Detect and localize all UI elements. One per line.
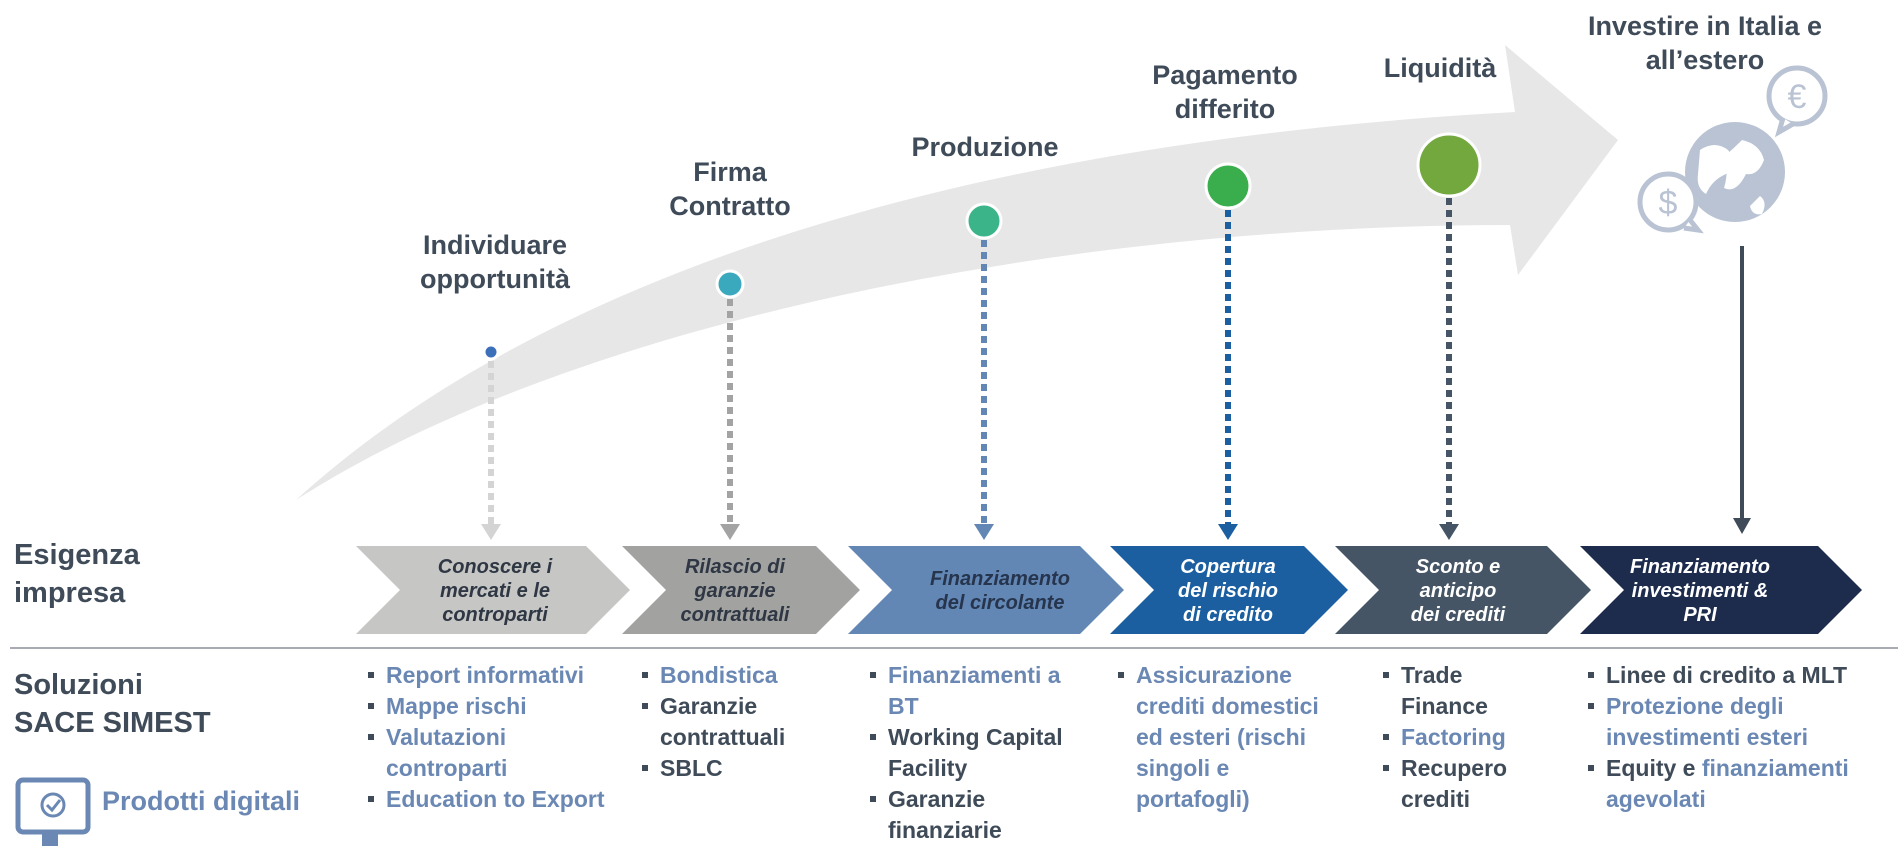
solution-item: Factoring	[1381, 722, 1531, 753]
chevron-5	[1335, 546, 1591, 634]
solution-item: Bondistica	[640, 660, 800, 691]
chevron-label-5: Sconto e anticipo dei crediti	[1410, 556, 1506, 626]
solution-text: Linee di credito a MLT	[1606, 662, 1848, 688]
chevron-2	[622, 546, 860, 634]
stage-title-2: Firma Contratto	[669, 157, 791, 221]
chevron-label-1: Conoscere i mercati e le controparti	[437, 556, 553, 626]
chevron-label-4: Copertura del rischio di credito	[1177, 556, 1279, 626]
solution-text: Report informativi	[386, 662, 585, 688]
solution-item: Garanzie contrattuali	[640, 691, 800, 753]
connector-arrowhead-1	[481, 524, 501, 540]
solution-text: Protezione degli investimenti esteri	[1606, 693, 1808, 750]
solutions-list-6: Linee di credito a MLT Protezione degli i…	[1586, 660, 1886, 815]
monitor-check-icon	[15, 777, 91, 846]
solution-text: finanziamenti agevolati	[1606, 755, 1849, 812]
connector-arrowhead-6	[1733, 518, 1751, 534]
chevron-group	[356, 546, 1862, 634]
solution-item: Mappe rischi	[366, 691, 606, 722]
chevron-3	[848, 546, 1124, 634]
stage-dot-4	[1204, 162, 1252, 210]
stage-dot-1	[482, 343, 500, 361]
solution-text: Trade Finance	[1401, 662, 1488, 719]
solution-text: Education to Export	[386, 786, 605, 812]
solution-text: e	[1676, 755, 1702, 781]
solution-item: Recupero crediti	[1381, 753, 1531, 815]
chevron-label-3: Finanziamento del circolante	[929, 568, 1070, 614]
connector-group	[481, 198, 1751, 540]
solution-item: SBLC	[640, 753, 800, 784]
euro-icon: €	[1766, 65, 1828, 138]
solution-text: Mappe rischi	[386, 693, 527, 719]
dot-group	[482, 132, 1482, 361]
solution-item: Education to Export	[366, 784, 606, 815]
solution-item: Equity e finanziamenti agevolati	[1586, 753, 1886, 815]
digital-products-label: Prodotti digitali	[102, 786, 300, 816]
chevron-4	[1110, 546, 1348, 634]
solution-item: Garanzie finanziarie	[868, 784, 1088, 846]
stage-dot-3	[965, 202, 1003, 240]
solution-item: Working Capital Facility	[868, 722, 1088, 784]
connector-arrowhead-2	[720, 524, 740, 540]
svg-text:$: $	[1659, 184, 1678, 222]
stage-title-4: Pagamento differito	[1152, 60, 1298, 124]
solution-item: Valutazioni controparti	[366, 722, 606, 784]
stage-title-6: Investire in Italia e all’estero	[1587, 11, 1823, 75]
solution-text: SBLC	[660, 755, 723, 781]
stage-dot-2	[715, 269, 745, 299]
dollar-icon: $	[1637, 171, 1704, 234]
stage-title-1: Individuare opportunità	[420, 230, 570, 294]
svg-text:€: €	[1788, 78, 1807, 116]
globe-icon	[1685, 122, 1785, 222]
connector-arrowhead-3	[974, 524, 994, 540]
solution-text: Bondistica	[660, 662, 778, 688]
solution-text: Garanzie contrattuali	[660, 693, 786, 750]
connector-arrowhead-4	[1218, 524, 1238, 540]
solution-text: Garanzie finanziarie	[888, 786, 1002, 843]
connector-arrowhead-5	[1439, 524, 1459, 540]
stage-dot-5	[1416, 132, 1482, 198]
soluzioni-label: Soluzioni SACE SIMEST	[14, 669, 211, 739]
stage-title-3: Produzione	[911, 132, 1059, 162]
solution-text: Working Capital Facility	[888, 724, 1063, 781]
chevron-6	[1580, 546, 1862, 634]
solution-item: Finanziamenti a BT	[868, 660, 1088, 722]
solution-item: Trade Finance	[1381, 660, 1531, 722]
solution-item: Linee di credito a MLT	[1586, 660, 1886, 691]
solution-text: Equity	[1606, 755, 1677, 781]
solution-text: Recupero crediti	[1401, 755, 1508, 812]
chevron-label-2: Rilascio di garanzie contrattuali	[680, 556, 790, 626]
big-curved-arrow	[296, 45, 1618, 500]
solution-item: Report informativi	[366, 660, 606, 691]
esigenza-label: Esigenza impresa	[14, 539, 140, 609]
solutions-list-4: Assicurazione crediti domestici ed ester…	[1116, 660, 1346, 815]
solution-text: Valutazioni controparti	[386, 724, 508, 781]
stage-title-5: Liquidità	[1383, 53, 1497, 83]
solution-text: Finanziamenti a BT	[888, 662, 1061, 719]
solution-item: Protezione degli investimenti esteri	[1586, 691, 1886, 753]
chevron-label-6: Finanziamento investimenti & PRI	[1629, 556, 1770, 626]
solution-text: Assicurazione crediti domestici ed ester…	[1136, 662, 1319, 812]
chevron-1	[356, 546, 630, 634]
solution-item: Assicurazione crediti domestici ed ester…	[1116, 660, 1346, 815]
solution-text: Factoring	[1401, 724, 1506, 750]
